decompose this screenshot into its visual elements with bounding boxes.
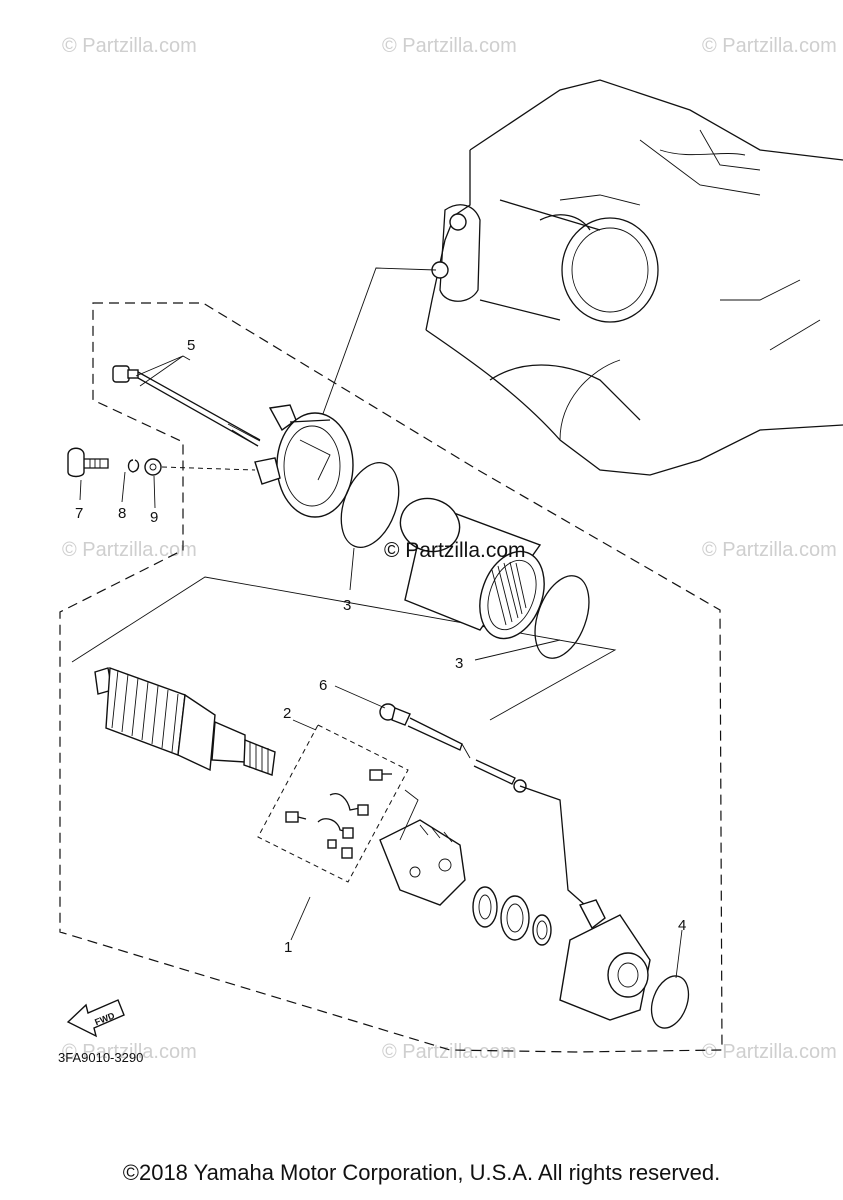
fwd-arrow-icon: FWD	[66, 999, 125, 1038]
copyright-footer: ©2018 Yamaha Motor Corporation, U.S.A. A…	[122, 1160, 721, 1185]
watermark-top-right: © Partzilla.com	[702, 35, 837, 57]
bolt-part-5	[112, 355, 261, 447]
watermark-mid-right: © Partzilla.com	[702, 539, 837, 561]
watermark-center: © Partzilla.com	[384, 539, 526, 562]
callout-9: 9	[150, 509, 158, 526]
bolt-part-7	[67, 447, 109, 478]
starter-yoke	[399, 497, 545, 640]
brush-holder-guide	[399, 789, 419, 841]
callout-3-upper: 3	[343, 597, 351, 614]
callout-2: 2	[283, 705, 291, 722]
drawing-code: 3FA9010-3290	[58, 1050, 143, 1065]
leader-3-lower	[474, 639, 561, 661]
watermark-bottom-left: © Partzilla.com	[62, 1041, 197, 1063]
leader-4	[675, 929, 683, 979]
crankcase-illustration	[425, 79, 843, 476]
brush-set-part-2	[285, 769, 392, 859]
brush-holder	[379, 819, 466, 906]
brush-set-boundary	[257, 724, 409, 883]
o-ring-part-3-upper	[340, 462, 400, 548]
clip-part-8	[127, 459, 140, 473]
watermark-top-center: © Partzilla.com	[382, 35, 517, 57]
watermark-top-left: © Partzilla.com	[62, 35, 197, 57]
end-cover	[519, 785, 651, 1021]
callout-7: 7	[75, 505, 83, 522]
leader-washer	[161, 466, 256, 471]
leader-8	[121, 471, 126, 503]
leader-3-upper	[349, 547, 355, 591]
washer-bearing-set	[472, 886, 552, 946]
callout-4: 4	[678, 917, 686, 934]
callout-8: 8	[118, 505, 126, 522]
watermark-bottom-center: © Partzilla.com	[382, 1041, 517, 1063]
callout-6: 6	[319, 677, 327, 694]
leader-1	[290, 896, 311, 941]
terminal-part-6	[379, 703, 527, 793]
inner-boundary	[71, 576, 617, 721]
watermark-mid-left: © Partzilla.com	[62, 539, 197, 561]
leader-crankcase	[319, 267, 437, 423]
leader-9	[153, 475, 156, 509]
leader-2	[292, 719, 317, 731]
washer-part-9	[144, 458, 162, 476]
callout-5: 5	[187, 337, 195, 354]
watermark-bottom-right: © Partzilla.com	[702, 1041, 837, 1063]
front-cover-bracket	[254, 404, 354, 518]
armature	[94, 667, 276, 776]
leader-6	[334, 685, 386, 709]
callout-3-lower: 3	[455, 655, 463, 672]
o-ring-part-4	[650, 975, 690, 1029]
callout-1: 1	[284, 939, 292, 956]
leader-7	[79, 479, 82, 501]
